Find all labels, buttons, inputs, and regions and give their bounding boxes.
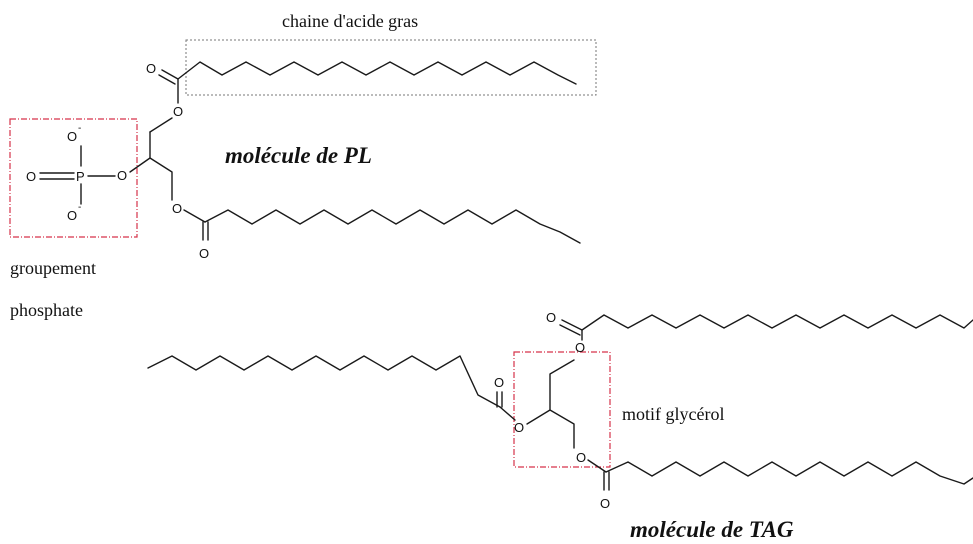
pl-phosphate-top-oxygen: O (67, 129, 77, 144)
phosphate-group-label-line2: phosphate (10, 300, 83, 320)
pl-phosphate-bottom-charge: - (78, 202, 81, 213)
tag-top-carbonyl-bond-2 (559, 324, 581, 336)
pl-top-carbonyl-oxygen: O (146, 61, 156, 76)
tag-glycerol-backbone (549, 359, 575, 449)
tag-left-ester-oxygen: O (514, 420, 524, 435)
tag-top-carbonyl-bond (561, 319, 583, 331)
pl-bottom-ester-bond (183, 209, 206, 223)
pl-upper-fatty-chain (177, 61, 577, 85)
tag-bottom-ester-oxygen: O (576, 450, 586, 465)
glycerol-motif-box (513, 351, 611, 468)
pl-top-ester-oxygen: O (173, 104, 183, 119)
fatty-acid-chain-label: chaine d'acide gras (282, 11, 418, 31)
tag-left-carbonyl-oxygen: O (494, 375, 504, 390)
tag-left-ester-bond (499, 406, 516, 421)
tag-bottom-carbonyl-oxygen: O (600, 496, 610, 511)
tag-top-carbonyl-oxygen: O (546, 310, 556, 325)
pl-phosphate-ester-oxygen: O (117, 168, 127, 183)
pl-phosphate-bottom-oxygen: O (67, 208, 77, 223)
pl-top-carbonyl-bond-2 (158, 74, 176, 85)
tag-glycerol-middle-bond (526, 409, 551, 425)
tag-lower-fatty-chain (605, 461, 973, 485)
glycerol-motif-label: motif glycérol (622, 404, 724, 424)
tag-molecule-title: molécule de TAG (630, 517, 794, 542)
tag-upper-fatty-chain (581, 314, 973, 331)
tag-left-fatty-chain (147, 355, 501, 408)
pl-molecule-title: molécule de PL (225, 143, 372, 168)
phosphate-group-label-line1: groupement (10, 258, 96, 278)
pl-bottom-carbonyl-oxygen: O (199, 246, 209, 261)
pl-phosphate-top-charge: - (78, 123, 81, 134)
pl-glycerol-to-phosphate-bond (129, 157, 151, 173)
pl-glycerol-backbone (149, 131, 173, 201)
pl-phosphorus: P (76, 169, 85, 184)
pl-glycerol-top-bond (149, 117, 173, 133)
fatty-acid-chain-box (185, 39, 597, 96)
pl-lower-fatty-chain (204, 209, 581, 244)
pl-top-carbonyl-bond (161, 69, 179, 80)
pl-phosphate-double-oxygen: O (26, 169, 36, 184)
pl-bottom-ester-oxygen: O (172, 201, 182, 216)
tag-bottom-ester-bond (587, 459, 607, 473)
phosphate-group-box (9, 118, 138, 238)
tag-top-ester-oxygen: O (575, 340, 585, 355)
